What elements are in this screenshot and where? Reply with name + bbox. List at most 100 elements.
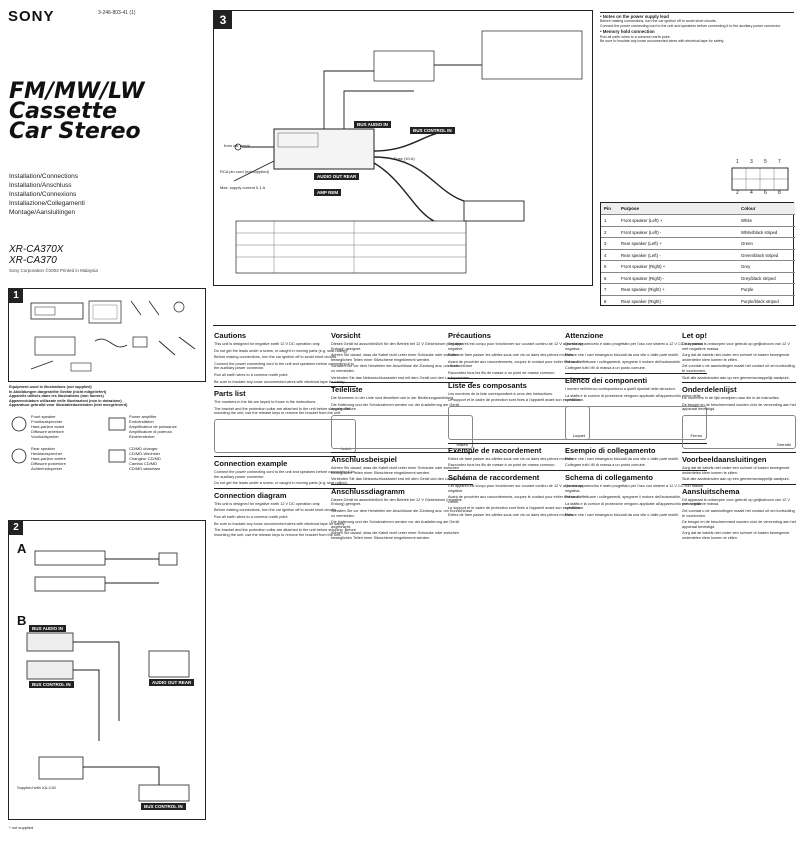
table-cell: 2 — [604, 229, 607, 235]
page-title: FM/MW/LW Cassette Car Stereo — [9, 79, 145, 144]
panel-3-connection-diagram: 3 BUS AUDIO IN BUS CONTROL IN AUDIO OUT … — [213, 10, 593, 286]
column-german: Vorsicht Dieses Gerät ist ausschließlich… — [331, 331, 473, 540]
pin-5: 5 — [764, 159, 767, 165]
heading-attenzione: Attenzione — [565, 331, 604, 340]
table-cell: 6 — [604, 275, 607, 281]
table-cell: Rear speaker (Left) + — [621, 241, 662, 246]
table-cell: 5 — [604, 264, 607, 269]
table-cell: Front speaker (Right) + — [621, 264, 666, 269]
audio-out-rear-label: AUDIO OUT REAR — [149, 679, 195, 686]
front-speaker-label: Front speaker Frontlautsprecher Haut-par… — [31, 414, 65, 439]
pin-3: 3 — [750, 159, 753, 165]
pin-8: 8 — [778, 190, 781, 196]
document-number: 3-246-803-41 (1) — [98, 10, 136, 16]
panel-2-connection-examples: 2 A B BUS AUDIO IN BUS CONTROL IN AUDIO … — [8, 520, 206, 820]
heading-schema-raccordement: Schéma de raccordement — [448, 469, 590, 482]
table-cell: Green — [741, 241, 753, 246]
table-cell: 1 — [604, 218, 607, 223]
heading-connection-diagram: Connection diagram — [214, 487, 356, 500]
table-cell: 3 — [604, 241, 607, 246]
heading-onderdelenlijst: Onderdelenlijst — [682, 382, 796, 394]
pin-1: 1 — [736, 159, 739, 165]
bus-audio-in-label: BUS AUDIO IN — [29, 625, 66, 632]
from-car-aerial-label: from car aerial — [224, 143, 250, 148]
pin-7: 7 — [778, 159, 781, 165]
bus-control-in-label-b: BUS CONTROL IN — [141, 803, 186, 810]
copyright-text: Sony Corporation ©2003 Printed in Malays… — [9, 268, 98, 273]
heading-parts-list: Parts list — [214, 386, 356, 398]
table-cell: Rear speaker (Left) - — [621, 252, 661, 258]
table-cell: Purple/black striped — [741, 298, 779, 304]
rear-speaker-label: Rear speaker Hecklautsprecher Haut-parle… — [31, 446, 66, 471]
columns-top-rule — [213, 325, 796, 326]
table-cell: Front speaker (Left) - — [621, 229, 662, 235]
table-cell: White — [741, 218, 752, 223]
column-french: Précautions Cet appareil est conçu pour … — [448, 329, 590, 849]
heading-schema-collegamento: Schema di collegamento — [565, 469, 707, 482]
table-row: 1 Front speaker (Left) + White — [601, 214, 795, 226]
table-cell: Front speaker (Left) + — [621, 218, 663, 223]
sub-figure-b: B — [17, 613, 27, 628]
panel3-right-notes: • Notes on the power supply lead Before … — [600, 12, 794, 152]
power-amp-label: Power amplifier Endverstärker Amplificat… — [129, 414, 177, 439]
heading-exemple-raccordement: Exemple de raccordement — [448, 442, 590, 455]
sub-figure-a: A — [17, 541, 27, 556]
table-cell: Front speaker (Right) - — [621, 275, 665, 281]
heading-anschlussbeispiel: Anschlussbeispiel — [331, 451, 473, 464]
pin-2: 2 — [736, 190, 739, 196]
table-cell: White/black striped — [741, 229, 778, 235]
table-cell: 7 — [604, 287, 607, 292]
heading-teileliste: Teileliste — [331, 382, 473, 394]
heading-vorsicht: Vorsicht — [331, 331, 361, 340]
grendel-figure: Grendel — [682, 414, 796, 449]
table-cell: Purple — [741, 287, 754, 292]
heading-voorbeeldaansluitingen: Voorbeeldaansluitingen — [682, 451, 796, 464]
heading-precautions: Précautions — [448, 331, 491, 340]
table-cell: Rear speaker (Right) + — [621, 287, 665, 292]
supplied-note: Supplied with XA-C40 — [17, 785, 56, 790]
pin-6: 6 — [764, 190, 767, 196]
wiring-diagram — [233, 30, 583, 274]
heading-aansluitschema: Aansluitschema — [682, 483, 796, 496]
haken-figure: Haken — [331, 414, 473, 449]
panel-number: 2 — [9, 521, 23, 535]
model-numbers: XR-CA370X XR-CA370 — [9, 244, 64, 266]
table-row: 8 Rear speaker (Right) - Purple/black stri… — [601, 294, 795, 307]
bus-control-in-label: BUS CONTROL IN — [29, 681, 74, 688]
subtitle-list: Installation/Connections Installation/An… — [9, 173, 85, 216]
table-row: 2 Front speaker (Left) - White/black strip… — [601, 225, 795, 238]
heading-liste-composants: Liste des composants — [448, 377, 590, 390]
table-header: Pin Purpose Colour — [601, 203, 795, 214]
table-row: 7 Rear speaker (Right) + Purple — [601, 283, 795, 295]
panel-number: 3 — [214, 11, 232, 29]
panel-1-parts: 1 — [8, 288, 206, 382]
column-dutch: Let op! Dit apparaat is ontworpen voor g… — [682, 331, 796, 540]
bus-audio-in-label-diagram: BUS AUDIO IN — [354, 121, 391, 128]
fuse-label: Fuse (10 A) — [394, 156, 415, 161]
heading-anschlussdiagramm: Anschlussdiagramm — [331, 483, 473, 496]
audio-out-rear-label-diagram: AUDIO OUT REAR — [314, 173, 360, 180]
bus-control-in-label-diagram: BUS CONTROL IN — [410, 127, 455, 134]
equipment-icons — [11, 416, 126, 464]
pin-4: 4 — [750, 190, 753, 196]
not-supplied-note: * not supplied — [9, 825, 34, 830]
equipment-caption: Equipment used in illustrations (not sup… — [9, 385, 128, 407]
connection-wiring-illustration — [26, 550, 190, 802]
table-cell: Green/black striped — [741, 252, 779, 258]
table-row: 3 Rear speaker (Left) + Green — [601, 237, 795, 249]
heading-connection-example: Connection example — [214, 455, 356, 468]
parts-illustration — [30, 300, 196, 372]
table-cell: Rear speaker (Right) - — [621, 298, 664, 304]
sony-logo: SONY — [8, 8, 55, 25]
column-italian: Attenzione Questo apparecchio è stato pr… — [565, 329, 707, 849]
heading-elenco-componenti: Elenco dei componenti — [565, 372, 707, 385]
equipment-legend: Front speaker Frontlautsprecher Haut-par… — [9, 412, 205, 492]
heading-esempio-collegamento: Esempio di collegamento — [565, 442, 707, 455]
heading-cautions: Cautions — [214, 331, 247, 340]
table-cell: 8 — [604, 298, 607, 304]
cd-changer-label: CD/MD changer CD/MD-Wechsler Changeur CD… — [129, 446, 161, 471]
